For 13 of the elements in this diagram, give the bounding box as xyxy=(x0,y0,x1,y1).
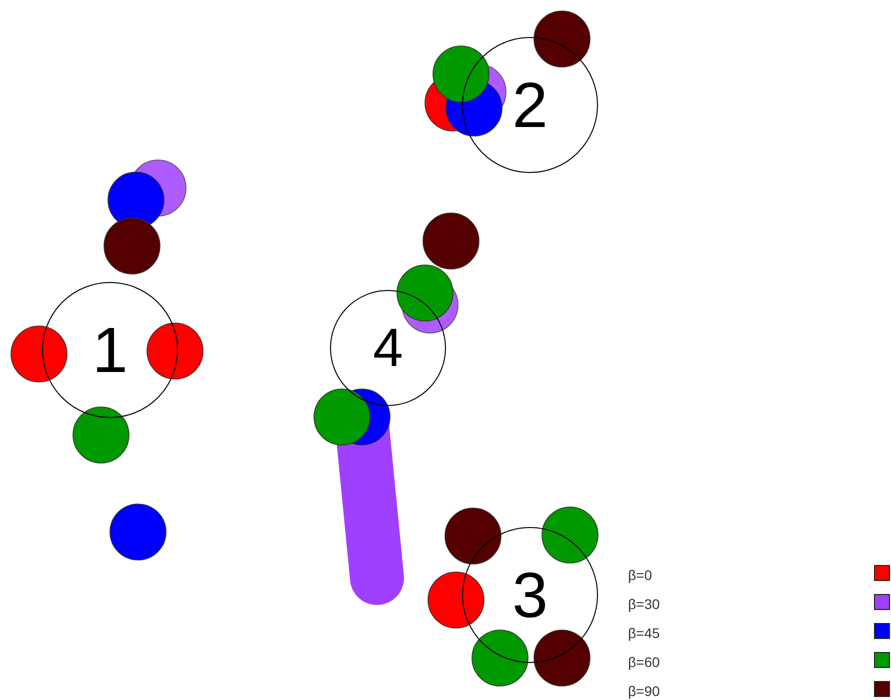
legend-label: β=60 xyxy=(628,654,660,670)
circle-region xyxy=(462,527,598,663)
circle-region xyxy=(330,290,446,406)
legend-label: β=90 xyxy=(628,683,660,699)
region-number: 3 xyxy=(512,563,548,627)
region-number: 1 xyxy=(92,318,128,382)
legend-label: β=30 xyxy=(628,596,660,612)
circle-region xyxy=(42,282,178,418)
region-number: 4 xyxy=(372,321,404,375)
legend-label: β=0 xyxy=(628,567,652,583)
region-number: 2 xyxy=(512,73,548,137)
circle-region xyxy=(462,37,598,173)
legend-label: β=45 xyxy=(628,625,660,641)
